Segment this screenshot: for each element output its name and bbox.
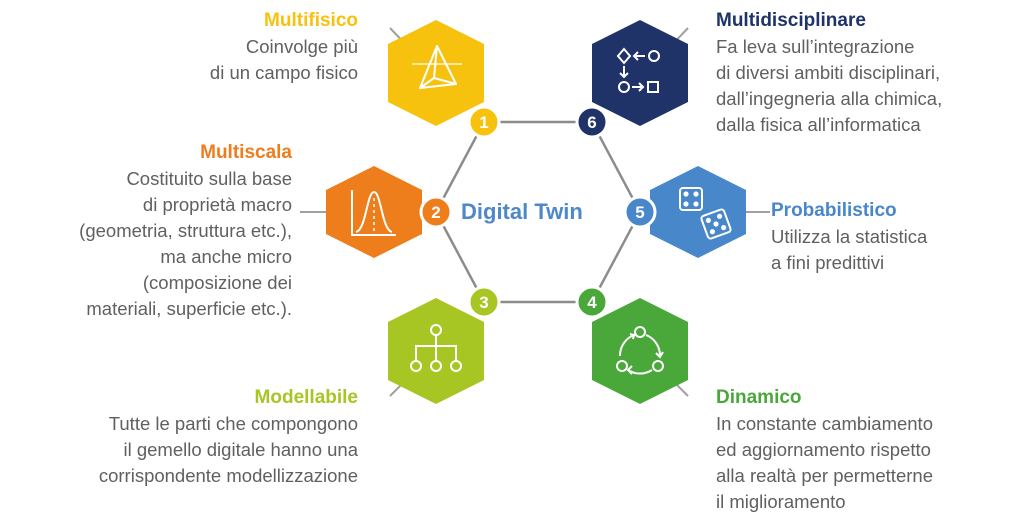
number-circle-5 (623, 195, 657, 229)
number-label-6: 6 (587, 113, 596, 132)
pyramid-icon (412, 45, 462, 89)
feature-text-multifisico: Multifisico Coinvolge più di un campo fi… (210, 8, 358, 86)
feature-title: Dinamico (716, 387, 802, 408)
dice-icon (679, 187, 732, 240)
feature-description: Costituito sulla base di proprietà macro… (79, 168, 292, 319)
feature-description: Fa leva sull’integrazione di diversi amb… (716, 36, 943, 135)
hexagon-multidisciplinare (592, 20, 688, 126)
hexagon-multiscala (326, 166, 422, 258)
feature-title: Multifisico (264, 10, 358, 31)
feature-description: In constante cambiamento ed aggiornament… (716, 413, 933, 512)
feature-description: Coinvolge più di un campo fisico (209, 36, 358, 83)
number-circle-1 (467, 105, 501, 139)
feature-title: Probabilistico (771, 200, 897, 221)
feature-text-modellabile: Modellabile Tutte le parti che compongon… (99, 385, 358, 489)
number-label-4: 4 (587, 293, 597, 312)
number-label-2: 2 (431, 203, 440, 222)
feature-text-dinamico: Dinamico In constante cambiamento ed agg… (716, 385, 933, 515)
feature-description: Utilizza la statistica a fini predittivi (771, 226, 928, 273)
feature-title: Modellabile (254, 387, 358, 408)
feature-text-multidisciplinare: Multidisciplinare Fa leva sull’integrazi… (716, 8, 942, 138)
number-circle-3 (467, 285, 501, 319)
number-label-3: 3 (479, 293, 488, 312)
cycle-icon (616, 326, 664, 375)
feature-text-probabilistico: Probabilistico Utilizza la statistica a … (771, 198, 927, 276)
distribution-curve-icon (351, 190, 396, 236)
hexagon-dinamico (592, 298, 688, 404)
number-circles: 1 2 3 4 5 6 (419, 105, 657, 319)
hexagon-multifisico (388, 20, 484, 126)
hierarchy-icon (410, 324, 462, 372)
number-circle-6 (575, 105, 609, 139)
number-circle-2 (419, 195, 453, 229)
feature-description: Tutte le parti che compongono il gemello… (98, 413, 358, 486)
number-circle-4 (575, 285, 609, 319)
number-label-1: 1 (479, 113, 488, 132)
hexagon-modellabile (388, 298, 484, 404)
number-label-5: 5 (635, 203, 644, 222)
hexagon-probabilistico (650, 166, 746, 258)
flow-symbols-icon (616, 47, 660, 93)
feature-title: Multidisciplinare (716, 10, 866, 31)
feature-title: Multiscala (200, 142, 292, 163)
center-label: Digital Twin (461, 199, 583, 224)
feature-text-multiscala: Multiscala Costituito sulla base di prop… (79, 140, 292, 322)
